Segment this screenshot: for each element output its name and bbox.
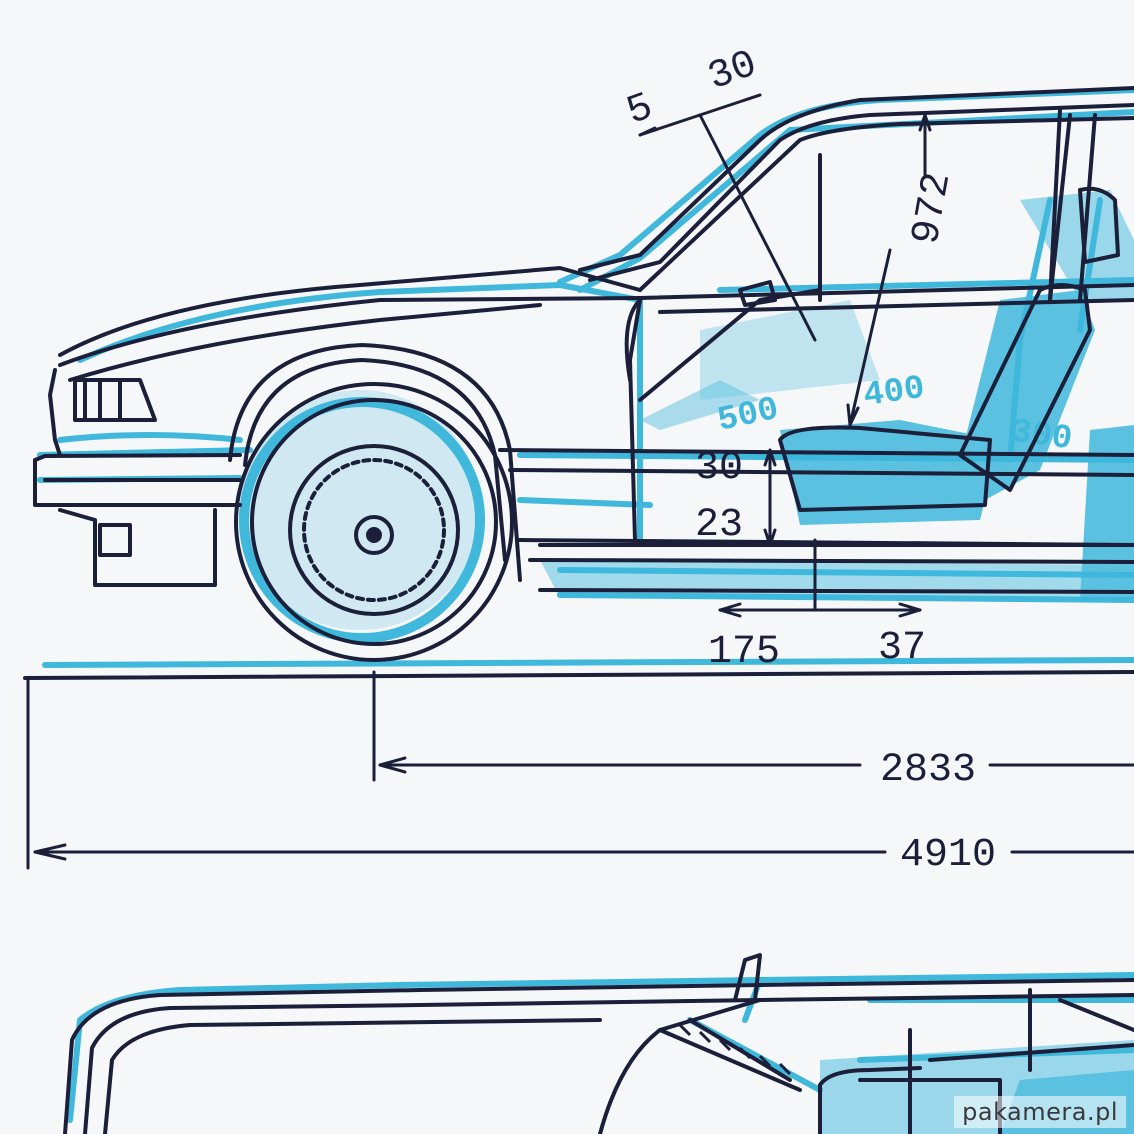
cyan-layer bbox=[37, 87, 1134, 1123]
dim-seat-23: 23 bbox=[695, 503, 743, 548]
roof-line bbox=[578, 86, 1134, 272]
watermark-pakamera: pakamera.pl bbox=[954, 1096, 1126, 1128]
headlight bbox=[73, 378, 157, 422]
front-rim bbox=[288, 444, 460, 616]
top-view-hatching bbox=[678, 1023, 792, 1076]
dim-travel-37: 37 bbox=[878, 626, 926, 671]
dim-angle-30: 30 bbox=[702, 42, 763, 101]
dimension-labels: 5 30 972 30 23 175 37 2833 4910 bbox=[621, 42, 996, 878]
ink-layer bbox=[23, 86, 1134, 680]
front-bumper bbox=[33, 453, 242, 507]
seat-scale-300: 300 bbox=[1008, 413, 1074, 459]
dim-angle-5: 5 bbox=[621, 85, 659, 136]
dim-length-4910: 4910 bbox=[900, 833, 996, 878]
seat-scale-labels: 500 400 300 bbox=[714, 370, 1074, 460]
dimension-lines bbox=[26, 93, 1134, 870]
dim-travel-175: 175 bbox=[708, 630, 780, 675]
hood-line bbox=[58, 266, 642, 357]
seat-cushion bbox=[778, 425, 992, 512]
seat-scale-400: 400 bbox=[861, 370, 927, 416]
wheel-arch bbox=[228, 343, 522, 582]
front-door-edge bbox=[628, 298, 642, 542]
front-tire bbox=[234, 382, 514, 662]
dim-headroom-972: 972 bbox=[904, 169, 961, 248]
seat-back bbox=[958, 283, 1092, 492]
dim-seat-30: 30 bbox=[695, 446, 743, 491]
dim-wheelbase-2833: 2833 bbox=[880, 748, 976, 793]
ground-line bbox=[23, 670, 1134, 680]
